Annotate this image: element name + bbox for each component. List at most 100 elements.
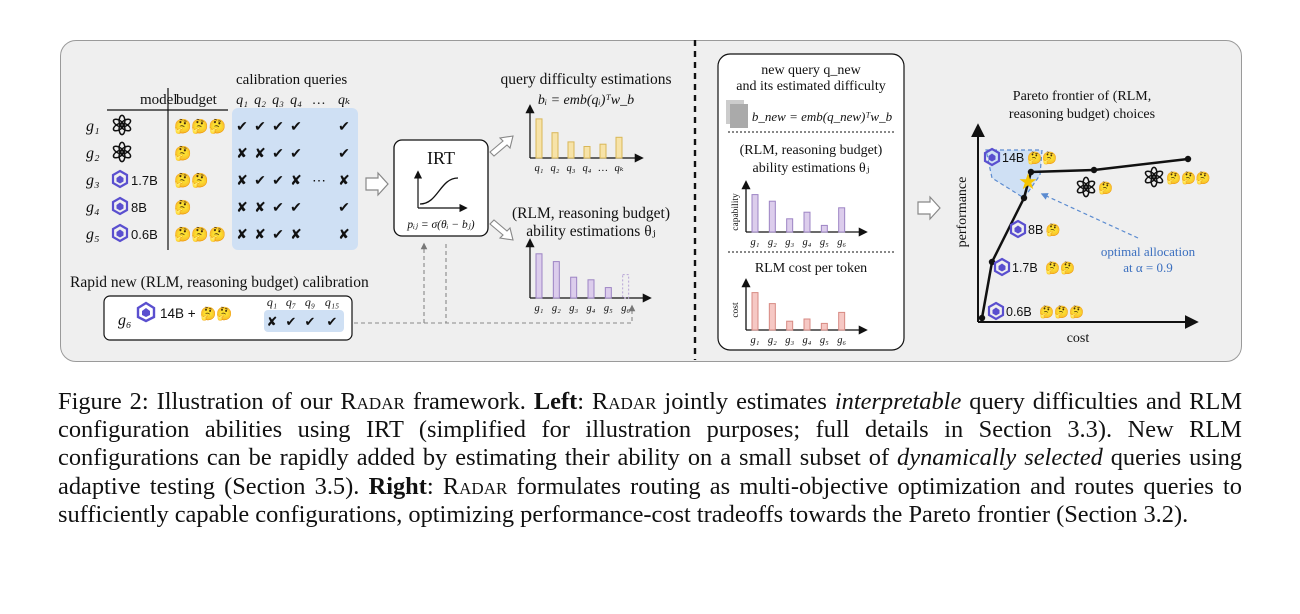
bar-tick: g₆ (837, 237, 846, 248)
calibration-mark: ✘ (236, 147, 248, 162)
bar-tick: q₃ (567, 163, 576, 174)
rapid-connector (354, 304, 636, 324)
qwen-logo-icon (987, 301, 1005, 321)
calibration-mark: ⋯ (312, 174, 326, 189)
calibration-mark: ✔ (290, 147, 302, 162)
bar (587, 279, 595, 299)
calibration-grid-bg (232, 108, 358, 250)
pareto-point-budget: 🤔🤔🤔 (1039, 305, 1084, 319)
query-header: … (313, 93, 325, 108)
pareto-point-label: 8B (1028, 223, 1043, 237)
bar (622, 274, 630, 299)
calibration-mark: ✘ (236, 228, 248, 243)
calibration-mark: ✘ (338, 174, 350, 189)
calibration-mark: ✔ (272, 201, 284, 216)
row-id: g₄ (86, 199, 100, 216)
bar (838, 207, 846, 233)
calibration-mark: ✔ (338, 120, 350, 135)
pareto-title-1: Pareto frontier of (RLM, (1013, 89, 1151, 104)
query-header: q₂ (254, 93, 266, 108)
pareto-point-label: 1.7B (1012, 261, 1038, 275)
bar-tick: q₁ (535, 163, 544, 174)
calibration-mark: ✘ (254, 201, 266, 216)
pareto-point (1090, 166, 1098, 174)
calibration-mark: ✔ (338, 201, 350, 216)
bar (838, 311, 846, 331)
caption-text: : (577, 388, 592, 415)
caption-dynamic: dynamically selected (897, 444, 1103, 472)
cost-title: RLM cost per token (755, 261, 867, 276)
bar-tick: g₂ (552, 303, 561, 314)
calibration-mark: ✔ (272, 147, 284, 162)
bar-tick: g₆ (837, 335, 846, 346)
bar (535, 253, 543, 299)
query-header: q₁ (236, 93, 248, 108)
routing-box (717, 53, 905, 351)
caption-radar-3: Radar (442, 472, 508, 500)
pareto-point (978, 314, 986, 322)
bar (820, 322, 828, 331)
document-icon (726, 100, 748, 128)
capability-y-label: capability (731, 193, 741, 231)
bar-tick: g₁ (751, 335, 760, 346)
row-budget: 🤔 (174, 145, 191, 162)
row-model-size: 0.6B (131, 227, 158, 242)
pareto-point (1020, 194, 1028, 202)
pareto-point-budget: 🤔 (1098, 181, 1113, 195)
irt-sigmoid (419, 177, 459, 205)
row-id: g₃ (86, 172, 100, 189)
rapid-title: Rapid new (RLM, reasoning budget) calibr… (70, 274, 369, 291)
difficulty-formula: bᵢ = emb(qᵢ)ᵀw_b (538, 93, 634, 108)
bar (599, 143, 607, 159)
cost-y-label: cost (731, 302, 741, 318)
bar-tick: g₄ (587, 303, 596, 314)
caption-interpretable: interpretable (834, 388, 962, 415)
calibration-mark: ✔ (272, 228, 284, 243)
optimal-pointer (1040, 193, 1139, 239)
bar-tick: g₃ (569, 303, 578, 314)
bar-tick: g₁ (751, 237, 760, 248)
arrow-to-pareto (917, 195, 941, 221)
calibration-mark: ✔ (236, 120, 248, 135)
optimal-label-1: optimal allocation (1101, 244, 1196, 259)
arrow-to-difficulty (489, 135, 514, 157)
rapid-budget: 🤔🤔 (200, 306, 232, 321)
caption-radar-1: Radar (340, 388, 405, 415)
irt-formula: pᵢⱼ = σ(θᵢ − bⱼ) (406, 219, 474, 231)
abil-line-2: ability estimations θⱼ (753, 161, 870, 176)
caption-text: query difficulties and RLM configuration… (58, 388, 1243, 472)
rapid-model: 14B + (160, 306, 196, 321)
bar (786, 218, 794, 233)
bar-tick: g₅ (604, 303, 613, 314)
bar-tick: q₂ (551, 163, 560, 174)
bar-tick: q₄ (583, 163, 592, 174)
bar (786, 320, 794, 331)
qwen-logo-icon (136, 301, 156, 323)
pareto-point-budget: 🤔🤔🤔 (1166, 171, 1211, 185)
calibration-mark: ✘ (254, 228, 266, 243)
calibration-mark: ✘ (254, 147, 266, 162)
row-budget: 🤔🤔 (174, 172, 209, 189)
caption-text: formulates routing as multi-objective op… (58, 472, 1243, 528)
bar-tick: g₂ (768, 335, 777, 346)
rapid-query-bg (264, 310, 344, 332)
bar (551, 132, 559, 159)
qwen-logo-icon (993, 257, 1011, 277)
bar (552, 261, 560, 299)
optimal-label-2: at α = 0.9 (1123, 260, 1173, 275)
rapid-query-header: q₇ (286, 295, 296, 309)
row-budget: 🤔🤔🤔 (174, 226, 226, 243)
newq-line-2: and its estimated difficulty (736, 79, 885, 94)
qwen-logo-icon (111, 196, 129, 216)
row-id: g₅ (86, 226, 100, 243)
bar-tick: g₁ (535, 303, 544, 314)
rapid-mark: ✘ (267, 314, 278, 329)
irt-title: IRT (427, 148, 455, 168)
rapid-query-header: q₁₅ (325, 295, 339, 309)
query-header: qₖ (338, 93, 350, 108)
calibration-mark: ✘ (236, 174, 248, 189)
